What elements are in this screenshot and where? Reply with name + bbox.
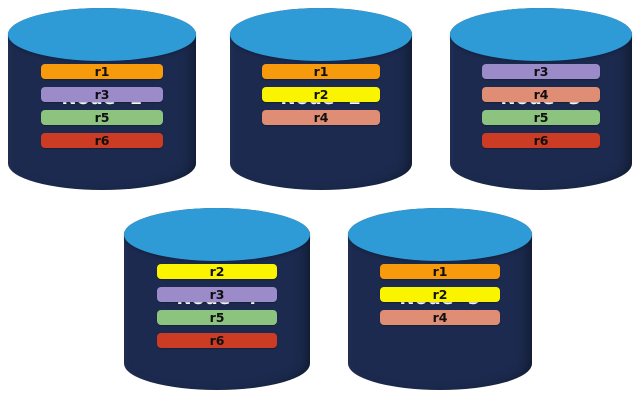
record-bar-r4[interactable]: r4 <box>380 309 500 325</box>
record-bar-r6[interactable]: r6 <box>481 132 601 148</box>
cylinder-top-icon <box>124 208 310 261</box>
record-bar-r5[interactable]: r5 <box>481 109 601 125</box>
record-bar-r2[interactable]: r2 <box>380 286 500 302</box>
record-bar-r5[interactable]: r5 <box>156 309 278 325</box>
record-list: r2 r3 r5 r6 <box>156 263 278 348</box>
record-bar-r2[interactable]: r2 <box>156 263 278 279</box>
database-node-3[interactable]: Node 3r3r4r5r6 <box>450 8 632 190</box>
record-bar-r4[interactable]: r4 <box>481 86 601 102</box>
database-node-1[interactable]: Node 1r1r3r5r6 <box>8 8 196 190</box>
record-bar-r3[interactable]: r3 <box>156 286 278 302</box>
record-list: r1 r2 r4 <box>380 263 500 325</box>
database-node-4[interactable]: Node 4r2r3r5r6 <box>124 208 310 390</box>
record-bar-r2[interactable]: r2 <box>261 86 381 102</box>
database-node-5[interactable]: Node 5r1r2r4 <box>348 208 532 390</box>
record-bar-r5[interactable]: r5 <box>40 109 164 125</box>
record-bar-r3[interactable]: r3 <box>40 86 164 102</box>
record-list: r1 r3 r5 r6 <box>40 63 164 148</box>
record-bar-r6[interactable]: r6 <box>156 332 278 348</box>
record-bar-r3[interactable]: r3 <box>481 63 601 79</box>
cylinder-top-icon <box>8 8 196 61</box>
record-list: r1 r2 r4 <box>261 63 381 125</box>
record-bar-r4[interactable]: r4 <box>261 109 381 125</box>
record-bar-r1[interactable]: r1 <box>380 263 500 279</box>
cylinder-top-icon <box>348 208 532 261</box>
record-bar-r1[interactable]: r1 <box>261 63 381 79</box>
cylinder-top-icon <box>230 8 412 61</box>
cylinder-top-icon <box>450 8 632 61</box>
record-bar-r1[interactable]: r1 <box>40 63 164 79</box>
database-node-2[interactable]: Node 2r1r2r4 <box>230 8 412 190</box>
record-list: r3 r4 r5 r6 <box>481 63 601 148</box>
record-bar-r6[interactable]: r6 <box>40 132 164 148</box>
